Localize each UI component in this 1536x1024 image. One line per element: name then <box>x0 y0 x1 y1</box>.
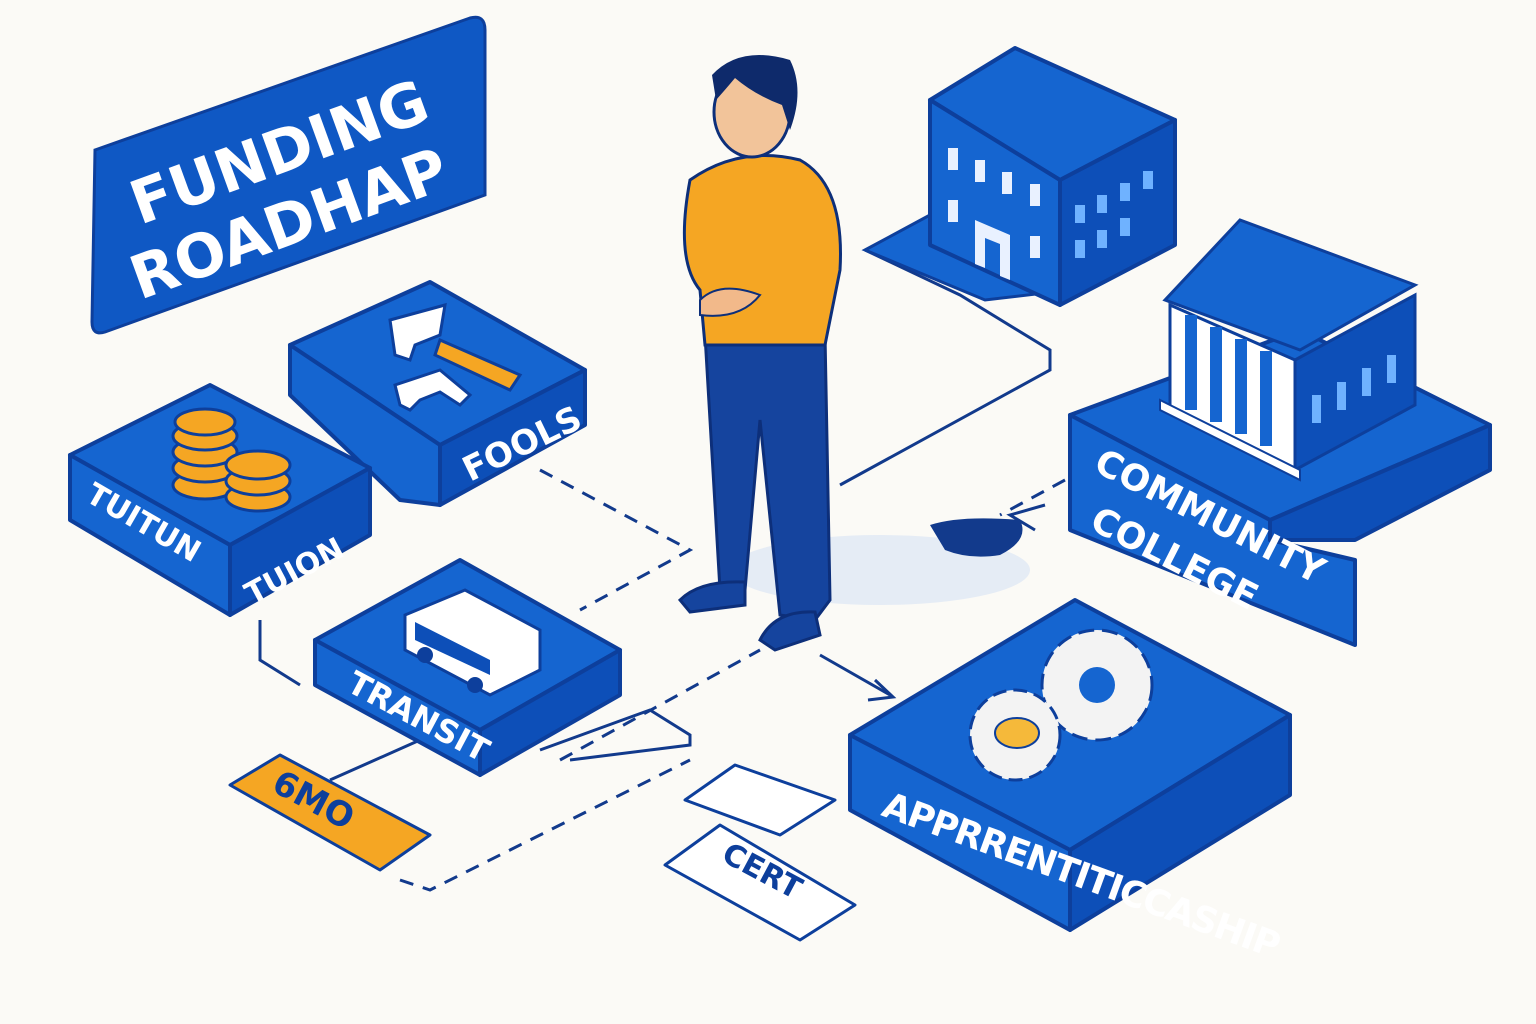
arrow-head-icon <box>1006 503 1046 532</box>
person-figure <box>677 55 1030 652</box>
tag-connector <box>329 738 421 782</box>
duration-tag: 6MO <box>228 753 432 872</box>
transit-block: TRANSIT <box>313 558 622 777</box>
transit-tag-connector <box>539 708 692 762</box>
title-banner: FUNDING ROADHAP <box>90 15 487 335</box>
bus-icon <box>403 588 542 697</box>
tuition-connector <box>258 620 301 687</box>
community-college-block: COMMUNITY COLLEGE <box>1068 218 1492 647</box>
connectors <box>258 248 1066 892</box>
apprenticeship-block: APPRRENTITICCASHIP <box>848 598 1292 967</box>
coins-icon <box>171 407 292 513</box>
office-building <box>861 46 1177 307</box>
apprentice-arrow <box>819 653 891 697</box>
college-connector <box>999 478 1066 517</box>
arrow-head-icon <box>867 678 897 702</box>
cert-tag: CERT <box>663 763 857 942</box>
gears-icon <box>968 628 1154 782</box>
tools-connector <box>539 468 694 612</box>
sixmo-connector <box>399 758 691 892</box>
office-building-icon <box>948 148 1153 280</box>
college-building-icon <box>1159 218 1419 482</box>
tuition-block: TUITUN TUION <box>68 383 372 617</box>
office-connector <box>839 248 1052 487</box>
tools-icon <box>388 302 523 412</box>
tools-block: FOOLS <box>288 280 588 507</box>
